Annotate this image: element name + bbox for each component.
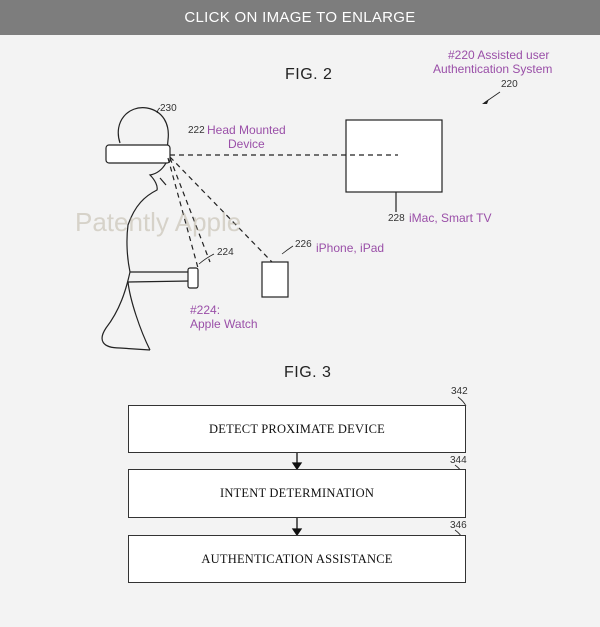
phone-device — [261, 261, 289, 298]
person-outline — [101, 107, 191, 351]
watch-label-line2: Apple Watch — [190, 317, 258, 331]
step-ref-342: 342 — [451, 386, 468, 397]
screen-device — [345, 119, 443, 193]
link-to-watch — [167, 157, 199, 269]
step-label: AUTHENTICATION ASSISTANCE — [201, 551, 393, 566]
hmd-label-line2: Device — [228, 137, 265, 151]
screen-label: iMac, Smart TV — [409, 211, 492, 225]
step-ref-344: 344 — [450, 455, 467, 466]
screen-ref: 228 — [388, 213, 405, 224]
head-mounted-device — [105, 144, 171, 164]
enlarge-banner-text: CLICK ON IMAGE TO ENLARGE — [184, 9, 416, 26]
fig3-title: FIG. 3 — [284, 364, 332, 381]
ref-leader-230 — [156, 107, 161, 114]
enlarge-banner[interactable]: CLICK ON IMAGE TO ENLARGE — [0, 0, 600, 35]
watermark: Patently Apple — [75, 207, 242, 237]
step-intent-determination: INTENT DETERMINATION — [128, 469, 466, 518]
hmd-ref: 222 — [188, 125, 205, 136]
ref-leader-224 — [198, 253, 215, 265]
step-label: INTENT DETERMINATION — [219, 486, 375, 500]
flow-arrow-2-head — [291, 528, 303, 537]
system-label-line1: #220 Assisted user — [448, 48, 550, 62]
system-ref: 220 — [501, 79, 518, 90]
ref-leader-226 — [281, 245, 294, 255]
step-ref-346: 346 — [450, 520, 467, 531]
system-label-line2: Authentication System — [433, 62, 553, 76]
phone-ref: 226 — [295, 239, 312, 250]
ref-220-arrowhead — [482, 99, 489, 104]
link-to-watch-2 — [169, 157, 211, 263]
fig2-title: FIG. 2 — [285, 66, 333, 83]
link-to-phone — [169, 156, 273, 263]
head-ref: 230 — [160, 103, 177, 114]
hmd-label-line1: Head Mounted — [207, 123, 286, 137]
apple-watch — [187, 267, 199, 289]
watch-label-line1: #224: — [190, 303, 221, 317]
flow-arrow-1-head — [291, 462, 303, 471]
watch-ref: 224 — [217, 247, 234, 258]
step-detect-proximate-device: DETECT PROXIMATE DEVICE — [128, 405, 466, 453]
step-authentication-assistance: AUTHENTICATION ASSISTANCE — [128, 535, 466, 583]
phone-label: iPhone, iPad — [316, 241, 385, 255]
step-label: DETECT PROXIMATE DEVICE — [209, 421, 385, 436]
